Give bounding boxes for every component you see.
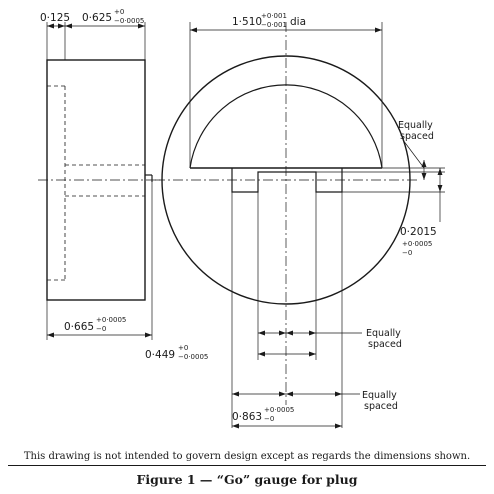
dim-0449-tol-upper: +0: [178, 344, 188, 352]
figure-caption: Figure 1 — “Go” gauge for plug: [136, 472, 358, 487]
flat-spacing-line2: spaced: [400, 131, 434, 142]
dim-0665-value: 0·665: [64, 321, 94, 333]
side-view-extension-lines: [46, 22, 153, 340]
dim-diameter-value: 1·510: [232, 16, 262, 28]
dim-0863: 0·863 +0·0005 −0 Equally spaced: [232, 390, 398, 429]
flat-spacing-note: Equally spaced: [398, 120, 434, 180]
dim-diameter-tol-upper: +0·001: [261, 12, 287, 20]
dim-0625-tol-lower: −0·0005: [114, 17, 144, 25]
dim-0449-value: 0·449: [145, 349, 175, 361]
span-spacing-line2: spaced: [364, 401, 398, 412]
dim-0449: 0·449 +0 −0·0005 Equally spaced: [145, 328, 402, 361]
dim-0625-tol-upper: +0: [114, 8, 124, 16]
dim-0665-tol-upper: +0·0005: [96, 316, 126, 324]
side-view: [38, 22, 160, 340]
dim-0665-tol-lower: −0: [96, 325, 106, 333]
side-view-hidden-lines: [47, 85, 145, 281]
dim-0125: 0·125: [40, 12, 70, 29]
span-spacing-line1: Equally: [362, 390, 397, 401]
caption-divider: [8, 465, 486, 466]
front-view-extension-lines: [189, 22, 445, 428]
dim-0-2015-value: 0·2015: [400, 226, 437, 238]
slot-spacing-line2: spaced: [368, 339, 402, 350]
dim-diameter: 1·510 +0·001 −0·001 dia: [190, 12, 382, 33]
slot-spacing-line1: Equally: [366, 328, 401, 339]
dim-0863-tol-lower: −0: [264, 415, 274, 423]
technical-drawing: 0·125 0·625 +0 −0·0005 0·665 +0·0005 −0: [38, 8, 445, 429]
dim-0863-tol-upper: +0·0005: [264, 406, 294, 414]
dim-0449-tol-lower: −0·0005: [178, 353, 208, 361]
flat-spacing-leader: [402, 139, 425, 169]
flat-spacing-line1: Equally: [398, 120, 433, 131]
dim-diameter-tol-lower: −0·001: [261, 21, 287, 29]
dim-0863-value: 0·863: [232, 411, 262, 423]
dim-0665: 0·665 +0·0005 −0: [47, 316, 152, 338]
slot-profile: [231, 168, 343, 193]
dim-0125-value: 0·125: [40, 12, 70, 24]
dim-0-2015-tol-lower: −0: [402, 249, 412, 257]
dim-diameter-suffix: dia: [290, 16, 306, 28]
disclaimer-note: This drawing is not intended to govern d…: [23, 451, 471, 462]
dim-0-2015-tol-upper: +0·0005: [402, 240, 432, 248]
dim-0-2015: 0·2015 +0·0005 −0: [400, 168, 443, 257]
front-view: [155, 22, 445, 428]
dim-0625: 0·625 +0 −0·0005: [65, 8, 145, 29]
dim-0625-value: 0·625: [82, 12, 112, 24]
